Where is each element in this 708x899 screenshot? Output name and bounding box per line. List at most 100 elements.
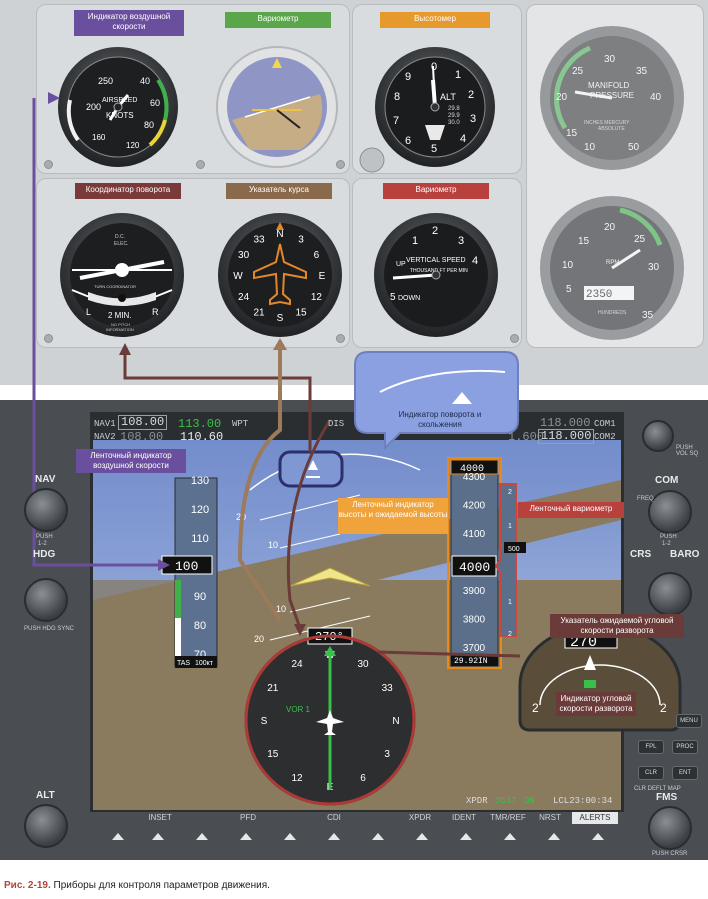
hsi-compass-label: 6 (360, 773, 366, 784)
alt-knob-label: ALT (36, 790, 55, 801)
crs-baro-knob[interactable] (648, 572, 692, 616)
baro-knob-label: BARO (670, 549, 699, 560)
nav1-standby: 113.00 (178, 417, 221, 431)
softkey-alerts[interactable]: ALERTS (572, 812, 618, 824)
dis-label: DIS (328, 419, 344, 429)
hdg-knob[interactable] (24, 578, 68, 622)
caption-number: Рис. 2-19. (4, 880, 51, 891)
hdg-knob-label: HDG (33, 549, 55, 560)
com1-label: COM1 (594, 419, 616, 429)
vor-label: VOR 1 (286, 705, 311, 714)
pitch-label: 10 (268, 540, 278, 550)
wpt-label: WPT (232, 419, 248, 429)
hsi-compass-label: 15 (267, 749, 279, 760)
softkey-cdi[interactable]: CDI (314, 812, 354, 824)
tas-value: 100кт (195, 660, 214, 667)
alt-knob[interactable] (24, 804, 68, 848)
altitude-tape-tick: 3900 (463, 586, 486, 597)
menu-button[interactable]: MENU (676, 714, 702, 728)
com-push-label: PUSH (660, 534, 677, 540)
fpl-button[interactable]: FPL (638, 740, 664, 754)
hsi-compass-label: 30 (357, 659, 369, 670)
hsi-compass-label: 21 (267, 683, 279, 694)
ent-button[interactable]: ENT (672, 766, 698, 780)
softkey-button[interactable] (548, 833, 560, 840)
callout-altitude-tape: Ленточный индикатор высоты и ожидаемой в… (338, 498, 448, 534)
figure-caption: Рис. 2-19. Приборы для контроля параметр… (4, 880, 270, 891)
altitude-tape-tick: 4100 (463, 529, 486, 540)
airspeed-tape-tick: 120 (191, 504, 209, 516)
nav1-active: 108.00 (118, 415, 167, 430)
softkey-button[interactable] (284, 833, 296, 840)
callout-turn-slip: Индикатор поворота и скольжения (385, 408, 495, 430)
lcl-time: LCL23:00:34 (553, 796, 612, 806)
hsi-compass-label: 12 (291, 773, 303, 784)
vsi-tape-tick: 1 (508, 523, 512, 530)
vsi-tape-tick: 2 (508, 489, 512, 496)
hsi-compass-label: 3 (384, 749, 390, 760)
vsi-bug-value: 500 (508, 546, 520, 553)
push-crsr-label: PUSH CRSR (652, 851, 687, 857)
softkey-button[interactable] (504, 833, 516, 840)
com-active: 118.000 (538, 429, 594, 444)
hsi-compass-label: 24 (291, 659, 303, 670)
hsi-compass-label: N (392, 716, 399, 727)
softkey-tmr-ref[interactable]: TMR/REF (486, 812, 530, 824)
com-volume-knob[interactable] (642, 420, 674, 452)
softkey-button[interactable] (416, 833, 428, 840)
com-knob-label: COM (655, 475, 678, 486)
altitude-tape-tick: 4200 (463, 501, 486, 512)
callout-turn-rate-trend: Указатель ожидаемой угловой скорости раз… (550, 614, 684, 638)
nav-12-label: 1-2 (38, 541, 47, 547)
xpdr-code: 3537 (495, 796, 517, 806)
com-knob[interactable] (648, 490, 692, 534)
com-standby: 118.000 (540, 416, 590, 430)
softkey-button[interactable] (328, 833, 340, 840)
softkey-xpdr[interactable]: XPDR (400, 812, 440, 824)
airspeed-current: 100 (175, 559, 198, 574)
callout-airspeed-tape: Ленточный индикатор воздушной скорости (76, 449, 186, 473)
proc-button[interactable]: PROC (672, 740, 698, 754)
hsi-compass-label: S (261, 716, 268, 727)
zoom-scale: 2 (532, 701, 539, 715)
softkey-button[interactable] (112, 833, 124, 840)
crs-knob-label: CRS (630, 549, 651, 560)
softkey-button[interactable] (152, 833, 164, 840)
nav2-label: NAV2 (94, 432, 116, 442)
fms-knob[interactable] (648, 806, 692, 850)
com-12-label: 1-2 (662, 541, 671, 547)
altitude-tape-tick: 3700 (463, 643, 486, 654)
callout-turn-rate: Индикатор угловой скорости разворота (556, 692, 636, 716)
softkey-button[interactable] (372, 833, 384, 840)
nav-knob-label: NAV (35, 474, 55, 485)
altitude-current: 4000 (459, 560, 490, 575)
airspeed-tape-tick: 80 (194, 620, 206, 632)
xpdr-label: XPDR (466, 796, 488, 806)
tas-label: TAS (177, 660, 190, 667)
softkey-ident[interactable]: IDENT (444, 812, 484, 824)
altitude-tape-tick: 4300 (463, 472, 486, 483)
freq-label: FREQ (637, 496, 654, 502)
softkey-inset[interactable]: INSET (140, 812, 180, 824)
com2-label: COM2 (594, 432, 616, 442)
vsi-tape-tick: 2 (508, 631, 512, 638)
zoom-scale: 2 (660, 701, 667, 715)
clr-button[interactable]: CLR (638, 766, 664, 780)
softkey-nrst[interactable]: NRST (530, 812, 570, 824)
pitch-label: 20 (254, 634, 264, 644)
nav-knob[interactable] (24, 488, 68, 532)
softkey-pfd[interactable]: PFD (228, 812, 268, 824)
callout-vsi-tape: Ленточный вариометр (518, 502, 624, 518)
vsi-tape-tick: 1 (508, 599, 512, 606)
pitch-label: 10 (276, 604, 286, 614)
airspeed-tape-tick: 110 (191, 533, 209, 545)
softkey-button[interactable] (592, 833, 604, 840)
softkey-button[interactable] (240, 833, 252, 840)
fms-knob-label: FMS (656, 792, 677, 803)
softkey-button[interactable] (196, 833, 208, 840)
nav2-active: 108.00 (120, 430, 163, 444)
caption-text: Приборы для контроля параметров движения… (54, 880, 270, 891)
nav1-label: NAV1 (94, 419, 116, 429)
softkey-button[interactable] (460, 833, 472, 840)
airspeed-tape-tick: 130 (191, 475, 209, 487)
